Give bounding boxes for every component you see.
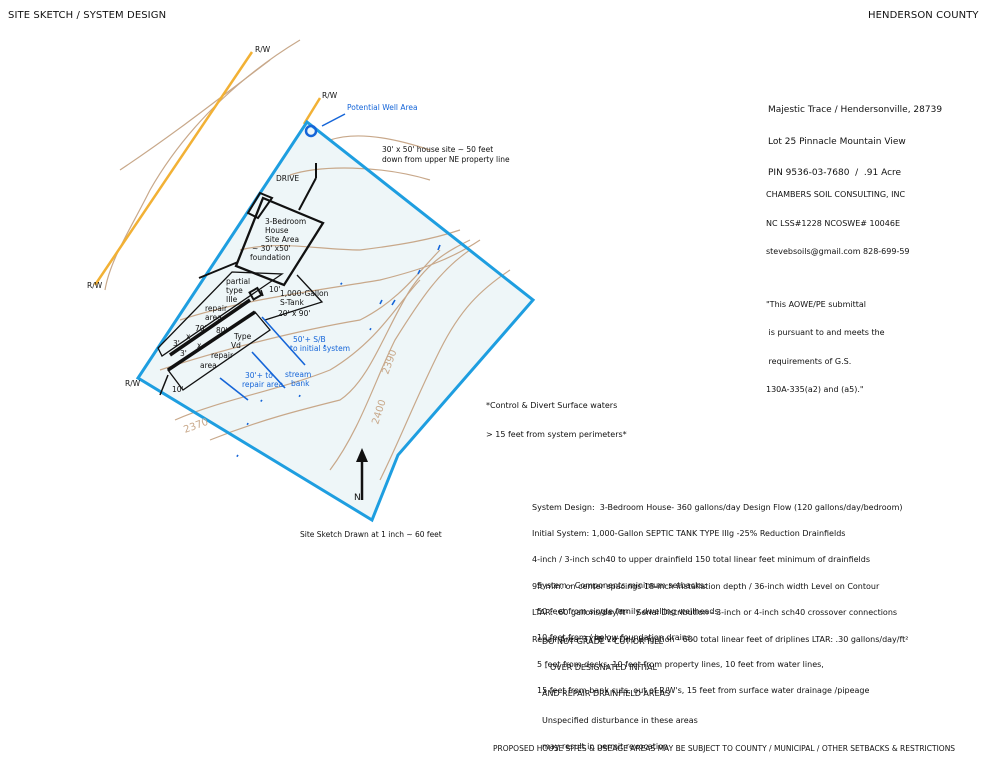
sheet-title: SITE SKETCH / SYSTEM DESIGN — [8, 10, 167, 21]
design-line: LTAR: .60 gallons/day/ft² Serial Distrib… — [532, 608, 898, 618]
north-label: N — [354, 493, 361, 503]
consultant-contact: stevebsoils@gmail.com 828-699-59 — [766, 247, 910, 256]
partial-label: IIIe — [226, 295, 238, 304]
dimension-label: 80' — [216, 326, 228, 335]
footer-disclaimer: PROPOSED HOUSE SITES & USEAGE AREAS MAY … — [493, 744, 956, 753]
consultant-name: CHAMBERS SOIL CONSULTING, INC — [766, 190, 906, 199]
septic-tank-icon — [248, 286, 263, 301]
consultant-license: NC LSS#1228 NCOSWE# 10046E — [766, 218, 900, 228]
property-pin: PIN 9536-03-7680 / .91 Acre — [768, 168, 902, 178]
well-arrow-icon — [321, 113, 346, 127]
warning-line: DO NOT GRADE – CUT OR FILL — [542, 636, 664, 646]
system-design-notes: System Design: 3-Bedroom House- 360 gall… — [532, 486, 909, 653]
warning-line: Unspecified disturbance in these areas — [542, 715, 698, 725]
surface-water-note: *Control & Divert Surface waters > 15 fe… — [486, 382, 627, 449]
note-line: > 15 feet from system perimeters* — [486, 429, 627, 439]
type-vd-label: repair — [211, 351, 234, 360]
stream-bank-label: stream — [285, 370, 311, 379]
type-vd-label: area — [200, 361, 217, 370]
county-title: HENDERSON COUNTY — [868, 10, 979, 21]
design-line: 4-inch / 3-inch sch40 to upper drainfiel… — [532, 555, 870, 565]
scale-note: Site Sketch Drawn at 1 inch ~ 60 feet — [300, 530, 442, 539]
drive-label: DRIVE — [276, 174, 299, 183]
setback-line: System - Components minimum setbacks: — [537, 580, 707, 590]
setback-line: 10 feet from / below foundation drains, — [537, 633, 694, 643]
contour-lines — [104, 39, 511, 481]
tank-distance-label: 10' — [269, 285, 281, 294]
property-address: Majestic Trace / Hendersonville, 28739 — [768, 105, 943, 115]
setback-repair-label: repair area — [242, 380, 283, 389]
tank-arrow-icon — [260, 289, 264, 297]
contour-label: 2370 — [182, 417, 210, 436]
house-site — [234, 196, 325, 287]
dimension-label: x — [197, 341, 202, 350]
warning-line: - OVER DESIGNATED INITIAL — [542, 662, 657, 672]
design-line: Repair Area: TYPE Vd Drip Irrigation - 6… — [532, 634, 909, 644]
grading-warning: DO NOT GRADE – CUT OR FILL - OVER DESIGN… — [542, 620, 698, 761]
tank-label: S-Tank — [280, 298, 304, 307]
dimension-label: x — [186, 332, 191, 341]
note-line: *Control & Divert Surface waters — [486, 401, 618, 410]
rw-label: R/W — [255, 45, 271, 54]
house-label: ~ 30' x50' — [252, 244, 291, 253]
warning-line: AND REPAIR DRAINFIELD AREAS — [542, 689, 671, 699]
house-label: foundation — [250, 253, 291, 262]
right-of-way-line — [302, 97, 322, 125]
setback-repair-label: 30'+ to — [245, 371, 273, 380]
house-label: Site Area — [265, 235, 299, 244]
repair-area-outline — [157, 271, 284, 357]
design-line: System Design: 3-Bedroom House- 360 gall… — [532, 502, 903, 512]
house-note: 30' x 50' house site ~ 50 feet — [382, 145, 493, 154]
type-vd-label: Vd — [231, 341, 241, 350]
dimension-label: 3' — [180, 349, 187, 358]
right-of-way-line — [93, 51, 254, 286]
stream-bank-label: bank — [291, 379, 310, 388]
north-arrow-head-icon — [356, 448, 368, 462]
setback-initial-label: 50'+ S/B — [293, 335, 326, 344]
property-info: Majestic Trace / Hendersonville, 28739 L… — [768, 84, 942, 189]
rw-label: R/W — [322, 91, 338, 100]
statement-line: is pursuant to and meets the — [766, 328, 885, 337]
partial-label: partial — [226, 277, 250, 286]
type-vd-area — [167, 311, 271, 391]
house-line — [198, 261, 239, 279]
setback-line: 15 feet from bank cuts, out of R/W's, 15… — [537, 686, 870, 696]
drive-line — [298, 163, 317, 211]
dimension-label: 10' — [172, 385, 184, 394]
partial-label: repair — [205, 304, 228, 313]
warning-line: may result in permit revocation — [542, 742, 669, 752]
statement-line: requirements of G.S. — [766, 356, 852, 366]
design-line: Initial System: 1,000-Gallon SEPTIC TANK… — [532, 528, 846, 538]
tank-label: 1,000-Gallon — [280, 289, 329, 298]
tank-label: 20' x 90' — [278, 309, 310, 318]
setback-notes: System - Components minimum setbacks: 50… — [537, 564, 869, 705]
house-label: 3-Bedroom — [265, 217, 306, 226]
house-note: down from upper NE property line — [382, 155, 510, 164]
garage-outline — [246, 191, 274, 220]
well-area-label: Potential Well Area — [347, 103, 418, 112]
consultant-info: CHAMBERS SOIL CONSULTING, INC NC LSS#122… — [766, 171, 910, 404]
dimension-label: 3' — [173, 339, 180, 348]
tank-area-outline — [264, 274, 324, 321]
drainfield-line-1 — [169, 298, 251, 357]
rw-label: R/W — [125, 379, 141, 388]
statement-line: 130A-335(a2) and (a5)." — [766, 385, 864, 394]
setback-line: 50 feet from single family dwelling well… — [537, 606, 722, 616]
rw-label: R/W — [87, 281, 103, 290]
setback-initial-label: to initial system — [290, 344, 350, 353]
design-line: 9ft min. on center spacings 18-inch inst… — [532, 581, 880, 591]
statement-line: "This AOWE/PE submittal — [766, 299, 867, 309]
type-vd-label: Type — [233, 332, 252, 341]
setback-arrows — [219, 244, 441, 459]
property-lot: Lot 25 Pinnacle Mountain View — [768, 136, 906, 147]
lot-area — [138, 122, 533, 520]
property-boundary — [135, 119, 536, 523]
setback-line: 5 feet from decks, 10 feet from property… — [537, 659, 824, 669]
setback-arrow-icon — [159, 374, 169, 396]
well-circle-icon — [304, 124, 318, 138]
partial-label: type — [226, 286, 243, 295]
dimension-label: 70' — [195, 324, 207, 333]
house-label: House — [265, 226, 289, 235]
partial-label: area — [205, 313, 222, 322]
